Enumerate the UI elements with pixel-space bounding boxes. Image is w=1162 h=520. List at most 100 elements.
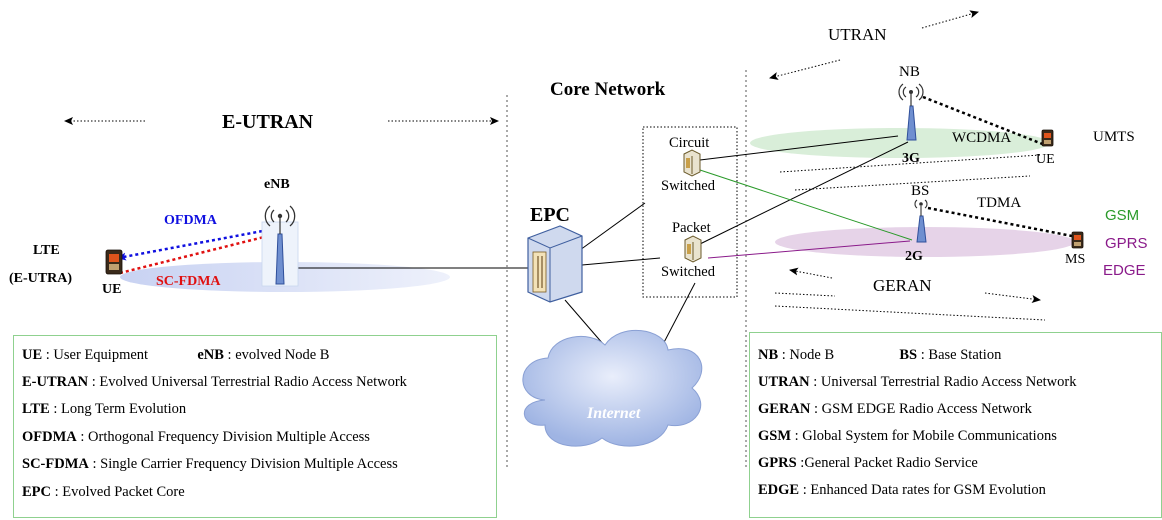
packet-switch-icon [684, 235, 702, 263]
legend-term: SC-FDMA [22, 456, 89, 472]
geran-dotted-2 [774, 305, 1046, 321]
packet-switched-label: Switched [661, 264, 716, 280]
eutran-label: E-UTRAN [222, 111, 314, 133]
ue-left-phone-icon [105, 249, 123, 275]
legend-row: EDGE : Enhanced Data rates for GSM Evolu… [758, 481, 1046, 499]
legend-row-ue-enb: UE : User Equipment eNB : evolved Node B [22, 346, 329, 364]
legend-term: UTRAN [758, 374, 810, 390]
umts-cell [750, 128, 1050, 158]
legend-term: GPRS [758, 455, 797, 471]
circuit-switch-icon [683, 149, 701, 177]
gprs-label: GPRS [1105, 235, 1148, 252]
geran-dotted-1 [774, 292, 836, 297]
ms-phone-icon [1071, 231, 1084, 249]
legend-term: E-UTRAN [22, 374, 89, 390]
legend-def: : Global System for Mobile Communication… [794, 428, 1057, 444]
utran-dotted-2 [794, 175, 1031, 191]
ue-right-label: UE [1036, 152, 1055, 167]
legend-right: NB : Node B BS : Base Station UTRAN : Un… [749, 332, 1162, 518]
scfdma-label: SC-FDMA [156, 274, 221, 289]
epc-server-icon [527, 225, 583, 303]
circuit-switched-label: Switched [661, 178, 716, 194]
ue-left-label: UE [102, 282, 121, 297]
link-scfdma [119, 233, 273, 275]
bs-tower-icon [914, 199, 928, 243]
lte-label: LTE [33, 243, 60, 258]
link-wcdma [922, 95, 1046, 147]
3g-label: 3G [902, 151, 920, 166]
legend-row: UTRAN : Universal Terrestrial Radio Acce… [758, 373, 1076, 391]
link-circuit-bs [699, 169, 913, 241]
legend-row: E-UTRAN : Evolved Universal Terrestrial … [22, 373, 407, 391]
core-network-label: Core Network [550, 79, 666, 100]
legend-term: BS [899, 347, 918, 363]
2g-label: 2G [905, 249, 923, 264]
legend-row: GSM : Global System for Mobile Communica… [758, 427, 1057, 445]
legend-def: : Universal Terrestrial Radio Access Net… [813, 374, 1077, 390]
link-packet-internet [659, 282, 696, 351]
eutra-label: (E-UTRA) [9, 271, 72, 286]
link-packet-bs [707, 240, 911, 259]
ms-label: MS [1065, 252, 1085, 267]
epc-label: EPC [530, 204, 570, 226]
link-ofdma [117, 228, 269, 261]
legend-term: UE [22, 347, 43, 363]
legend-def: : GSM EDGE Radio Access Network [814, 401, 1032, 417]
ofdma-label: OFDMA [164, 213, 218, 228]
legend-def: : Evolved Packet Core [54, 484, 185, 500]
tdma-label: TDMA [977, 195, 1021, 211]
legend-def: : Long Term Evolution [53, 401, 187, 417]
legend-row: LTE : Long Term Evolution [22, 400, 186, 418]
legend-def: : Node B [781, 347, 835, 363]
link-packet-nb [699, 141, 909, 245]
link-epc-circuit [579, 202, 646, 251]
legend-term: EDGE [758, 482, 800, 498]
core-switch-box [642, 126, 738, 298]
circuit-label: Circuit [669, 135, 709, 151]
legend-def: : Single Carrier Frequency Division Mult… [92, 456, 398, 472]
legend-row: OFDMA : Orthogonal Frequency Division Mu… [22, 428, 370, 446]
legend-row: GERAN : GSM EDGE Radio Access Network [758, 400, 1032, 418]
legend-def: : User Equipment [45, 347, 149, 363]
ue-right-phone-icon [1041, 129, 1054, 147]
wcdma-label: WCDMA [952, 130, 1011, 146]
legend-term: NB [758, 347, 779, 363]
utran-arrow-right [921, 10, 979, 29]
geran-arrow-right [984, 292, 1041, 303]
legend-row-nb-bs: NB : Node B BS : Base Station [758, 346, 1001, 364]
geran-arrow-left [789, 267, 833, 279]
legend-term: eNB [197, 347, 224, 363]
link-tdma [927, 206, 1073, 238]
legend-left: UE : User Equipment eNB : evolved Node B… [13, 335, 497, 518]
geran-label: GERAN [873, 276, 932, 295]
utran-dotted-1 [779, 154, 1041, 173]
legend-term: OFDMA [22, 429, 77, 445]
legend-term: GERAN [758, 401, 811, 417]
legend-def: : Base Station [920, 347, 1002, 363]
packet-label: Packet [672, 220, 711, 236]
legend-row: EPC : Evolved Packet Core [22, 483, 185, 501]
legend-row: GPRS :General Packet Radio Service [758, 454, 978, 472]
utran-label: UTRAN [828, 25, 887, 44]
legend-def: : Enhanced Data rates for GSM Evolution [802, 482, 1046, 498]
enb-tower-icon [261, 205, 299, 287]
legend-def: : Orthogonal Frequency Division Multiple… [80, 429, 370, 445]
link-epc-packet [581, 257, 661, 266]
internet-cloud [522, 329, 703, 447]
legend-term: EPC [22, 484, 51, 500]
legend-term: LTE [22, 401, 50, 417]
enb-label: eNB [264, 177, 290, 192]
utran-arrow-left [769, 59, 841, 80]
nb-label: NB [899, 64, 920, 80]
gsm-label: GSM [1105, 207, 1139, 224]
nb-tower-icon [898, 83, 924, 141]
legend-row: SC-FDMA : Single Carrier Frequency Divis… [22, 455, 398, 473]
legend-def: :General Packet Radio Service [800, 455, 978, 471]
internet-label: Internet [586, 405, 641, 422]
legend-def: : evolved Node B [227, 347, 330, 363]
edge-label: EDGE [1103, 262, 1146, 279]
link-circuit-nb [699, 135, 899, 161]
bs-label: BS [911, 183, 929, 199]
umts-label: UMTS [1093, 129, 1135, 145]
